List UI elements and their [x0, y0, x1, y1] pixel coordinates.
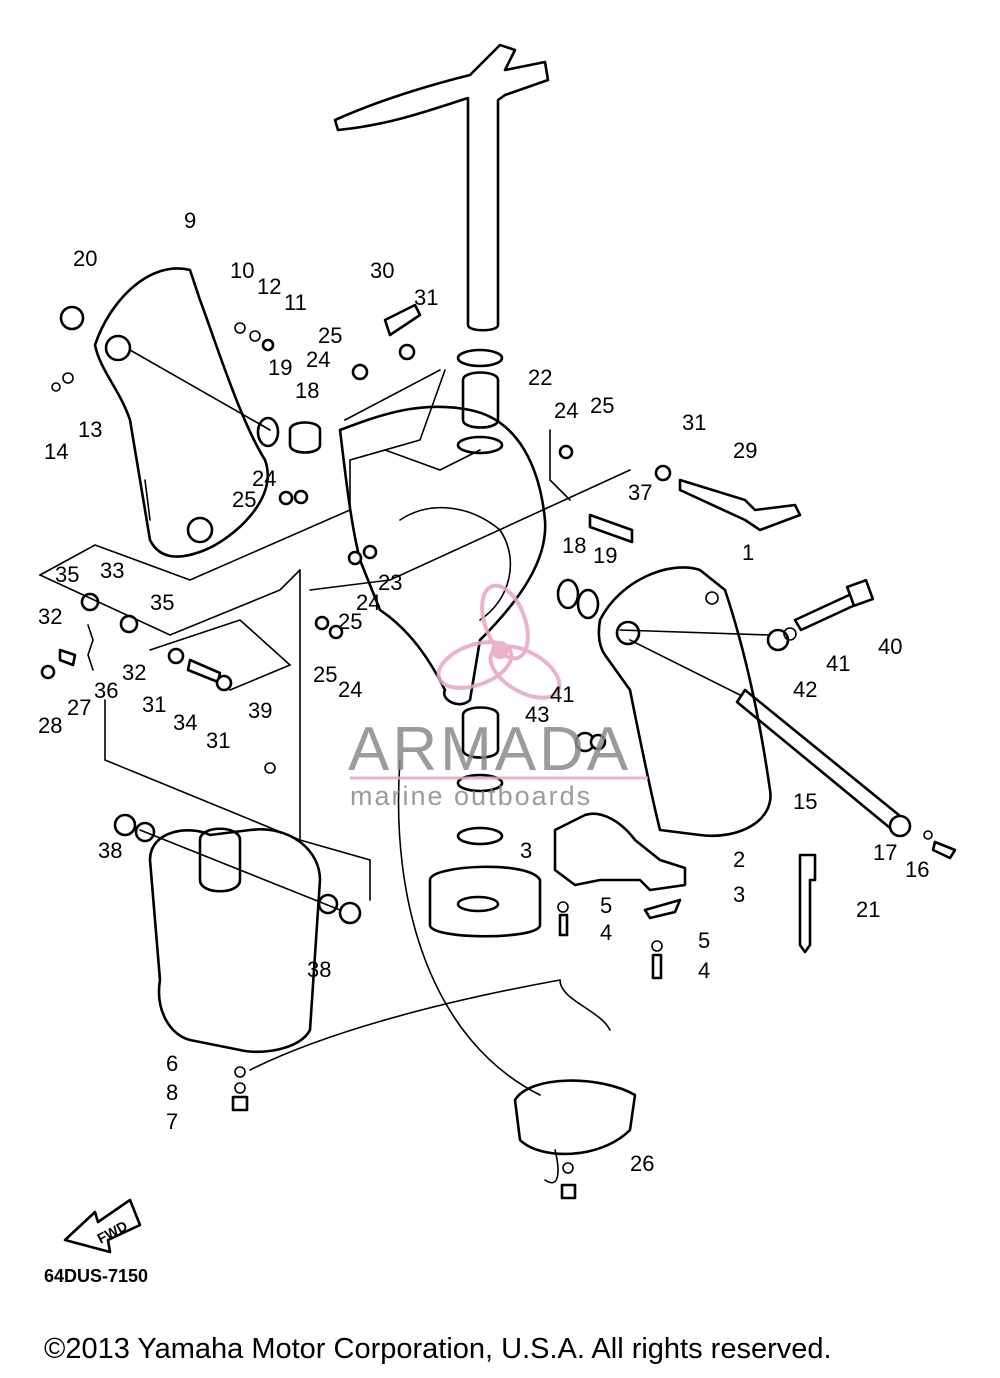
part-label: 18: [562, 533, 586, 558]
part-label: 10: [230, 258, 254, 283]
part-number-labels: 1 2 3 3 4 4 5 5 6 7 8 9 10 11 12 13 14 1…: [38, 208, 929, 1176]
part-label: 25: [313, 662, 337, 687]
part-label: 22: [528, 365, 552, 390]
part-label: 25: [318, 323, 342, 348]
clamp-bracket-right: [597, 566, 772, 838]
leader-lines: [39, 349, 771, 911]
part-label: 4: [600, 920, 612, 945]
part-label: 39: [248, 698, 272, 723]
part-label: 26: [630, 1151, 654, 1176]
part-label: 31: [142, 692, 166, 717]
part-label: 41: [550, 682, 574, 707]
shaft-bushings: [428, 348, 542, 938]
part-label: 32: [38, 604, 62, 629]
exploded-parts-diagram: FWD ARMADA marine outboards 1 2 3 3 4 4 …: [38, 43, 957, 1254]
part-label: 9: [184, 208, 196, 233]
part-label: 38: [307, 957, 331, 982]
watermark-tagline: marine outboards: [350, 781, 592, 811]
part-label: 12: [257, 274, 281, 299]
part-label: 17: [873, 840, 897, 865]
part-label: 23: [378, 570, 402, 595]
part-label: 31: [414, 285, 438, 310]
part-label: 28: [38, 713, 62, 738]
part-label: 31: [682, 410, 706, 435]
part-label: 8: [166, 1080, 178, 1105]
part-label: 1: [742, 540, 754, 565]
part-label: 30: [370, 258, 394, 283]
part-label: 34: [173, 710, 197, 735]
part-label: 33: [100, 558, 124, 583]
part-label: 4: [698, 958, 710, 983]
part-label: 13: [78, 417, 102, 442]
part-label: 11: [284, 290, 307, 315]
part-label: 42: [793, 677, 817, 702]
part-label: 20: [73, 246, 97, 271]
part-label: 3: [520, 838, 532, 863]
tilt-mount-rubber: [113, 813, 362, 1054]
part-label: 19: [593, 543, 617, 568]
part-label: 24: [338, 677, 362, 702]
part-label: 7: [166, 1109, 178, 1134]
part-label: 41: [826, 651, 850, 676]
part-label: 35: [55, 562, 79, 587]
part-label: 37: [628, 480, 652, 505]
part-label: 15: [793, 789, 817, 814]
part-label: 32: [122, 660, 146, 685]
part-label: 25: [232, 487, 256, 512]
lower-mount: [249, 759, 637, 1184]
steering-handle: [333, 43, 550, 332]
clamp-bracket-left: [93, 267, 269, 558]
copyright-notice: ©2013 Yamaha Motor Corporation, U.S.A. A…: [44, 1333, 832, 1365]
clamp-plate: [553, 812, 817, 954]
part-label: 43: [525, 702, 549, 727]
part-label: 24: [252, 466, 276, 491]
part-label: 5: [698, 928, 710, 953]
part-label: 24: [554, 398, 578, 423]
part-label: 14: [44, 439, 68, 464]
propeller-logo-icon: [436, 583, 562, 700]
part-label: 6: [166, 1051, 178, 1076]
part-label: 19: [268, 355, 292, 380]
catalog-code: 64DUS-7150: [44, 1266, 149, 1286]
part-label: 40: [878, 634, 902, 659]
part-label: 25: [338, 609, 362, 634]
part-label: 24: [306, 347, 330, 372]
part-label: 24: [356, 590, 380, 615]
part-label: 18: [295, 378, 319, 403]
part-label: 38: [98, 838, 122, 863]
part-label: 25: [590, 393, 614, 418]
tilt-tube: [735, 578, 912, 838]
part-label: 27: [67, 695, 91, 720]
part-label: 35: [150, 590, 174, 615]
fasteners: [40, 303, 957, 1200]
part-label: 29: [733, 438, 757, 463]
armada-watermark: ARMADA marine outboards: [348, 583, 648, 811]
part-label: 31: [206, 728, 230, 753]
watermark-name: ARMADA: [348, 715, 631, 784]
part-label: 3: [733, 882, 745, 907]
part-label: 36: [94, 678, 118, 703]
part-label: 16: [905, 857, 929, 882]
part-label: 2: [733, 847, 745, 872]
fwd-arrow-icon: FWD: [63, 1198, 142, 1254]
part-label: 21: [856, 897, 880, 922]
part-label: 5: [600, 893, 612, 918]
